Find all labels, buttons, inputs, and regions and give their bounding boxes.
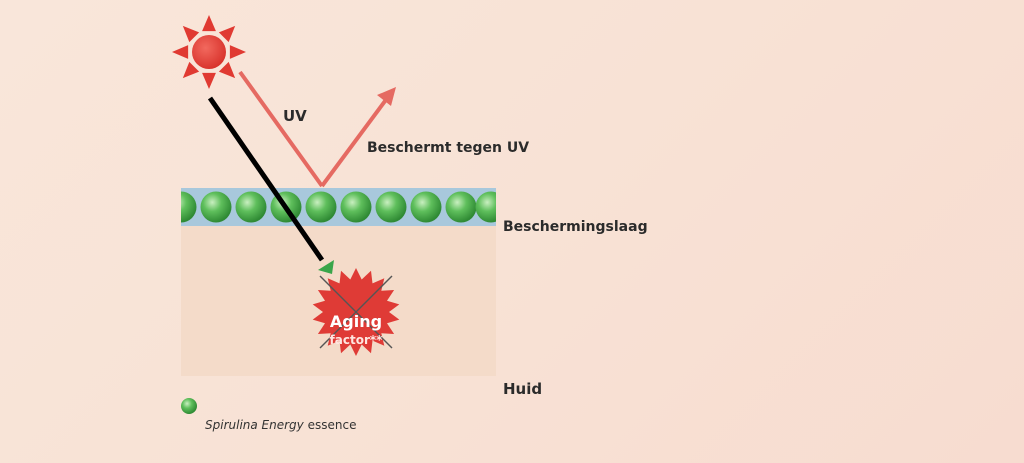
bead-icon — [340, 191, 372, 223]
bead-icon — [181, 191, 197, 223]
sun-ray — [182, 25, 200, 43]
uv-label: UV — [283, 107, 307, 125]
skin-label: Huid — [503, 380, 542, 398]
sun-ray — [218, 25, 236, 43]
bead-icon — [445, 191, 477, 223]
legend-italic: Spirulina Energy — [205, 418, 305, 432]
aging-label-line1: Aging — [330, 312, 382, 331]
legend-bead-icon — [181, 398, 197, 414]
uv-ray-reflected — [320, 95, 390, 188]
bead-icon — [410, 191, 442, 223]
protective-layer-band — [181, 188, 496, 226]
bead-icon — [305, 191, 337, 223]
legend-rest: essence — [304, 418, 357, 432]
bead-icon — [475, 191, 496, 223]
protects-label: Beschermt tegen UV — [367, 140, 529, 156]
sun-ray — [229, 45, 246, 59]
aging-label-line2: factor** — [330, 333, 384, 347]
black-ray — [207, 96, 325, 262]
sun-ray — [202, 15, 216, 32]
sun-ray — [202, 72, 216, 89]
uv-ray-incoming — [238, 70, 324, 188]
bead-icon — [200, 191, 232, 223]
uv-arrow-head-icon — [377, 87, 396, 106]
sun-ray — [172, 45, 189, 59]
bead-icon — [235, 191, 267, 223]
sun-disc — [192, 35, 226, 69]
protective-layer-label: Beschermingslaag — [503, 219, 648, 235]
sun-ray — [182, 61, 200, 79]
legend-text: Spirulina Energy essence — [205, 418, 356, 432]
cross-line-2 — [319, 275, 393, 349]
sun-icon — [172, 15, 246, 89]
arrow-head-icon — [318, 260, 334, 274]
bead-icon — [375, 191, 407, 223]
sun-ray — [218, 61, 236, 79]
